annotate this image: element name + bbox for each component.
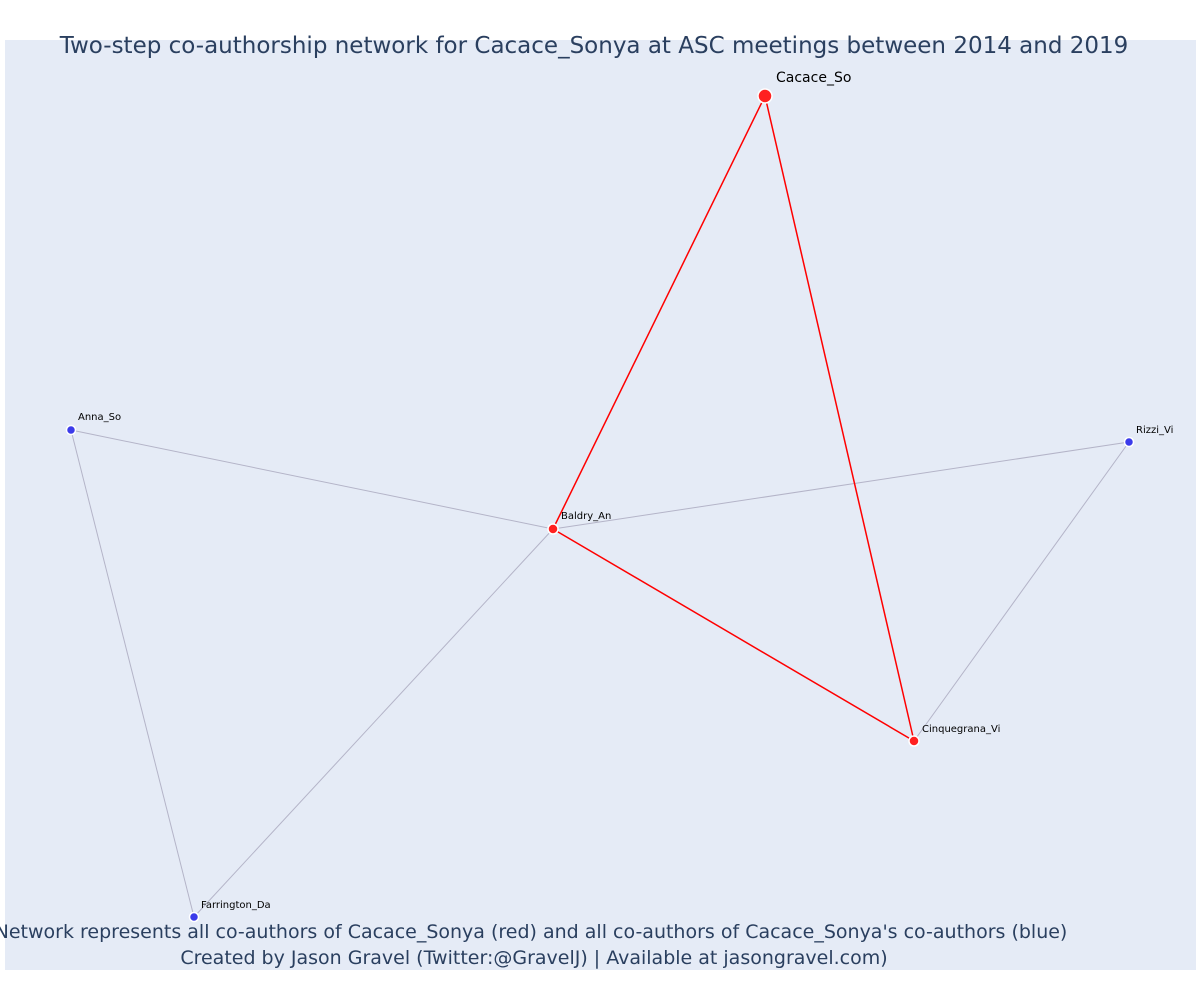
node-farrington[interactable] xyxy=(188,911,200,923)
edge-baldry-cinquegrana xyxy=(552,528,915,742)
footnote-line-1: Network represents all co-authors of Cac… xyxy=(0,921,1067,943)
nodes-layer xyxy=(65,88,1135,923)
node-label-baldry: Baldry_An xyxy=(561,511,611,522)
node-label-anna: Anna_So xyxy=(78,412,121,423)
edge-rizzi-cinquegrana xyxy=(913,441,1130,742)
node-label-cacace: Cacace_So xyxy=(776,70,851,86)
footnote-line-2: Created by Jason Gravel (Twitter:@Gravel… xyxy=(180,947,887,969)
edge-anna-farrington xyxy=(70,429,195,918)
edge-cacace-baldry xyxy=(552,95,766,530)
node-rizzi[interactable] xyxy=(1123,436,1135,448)
node-label-farrington: Farrington_Da xyxy=(201,900,271,911)
node-label-rizzi: Rizzi_Vi xyxy=(1136,425,1173,436)
node-cinquegrana[interactable] xyxy=(908,735,920,747)
edge-cacace-cinquegrana xyxy=(764,95,915,742)
edges-layer xyxy=(70,95,1130,918)
node-baldry[interactable] xyxy=(547,523,559,535)
edge-anna-baldry xyxy=(70,429,554,530)
node-cacace[interactable] xyxy=(757,88,773,104)
chart-title: Two-step co-authorship network for Cacac… xyxy=(59,33,1129,59)
edge-baldry-farrington xyxy=(193,528,554,918)
node-anna[interactable] xyxy=(65,424,77,436)
plot-area xyxy=(5,40,1196,970)
edge-baldry-rizzi xyxy=(552,441,1130,530)
node-label-cinquegrana: Cinquegrana_Vi xyxy=(922,724,1000,735)
